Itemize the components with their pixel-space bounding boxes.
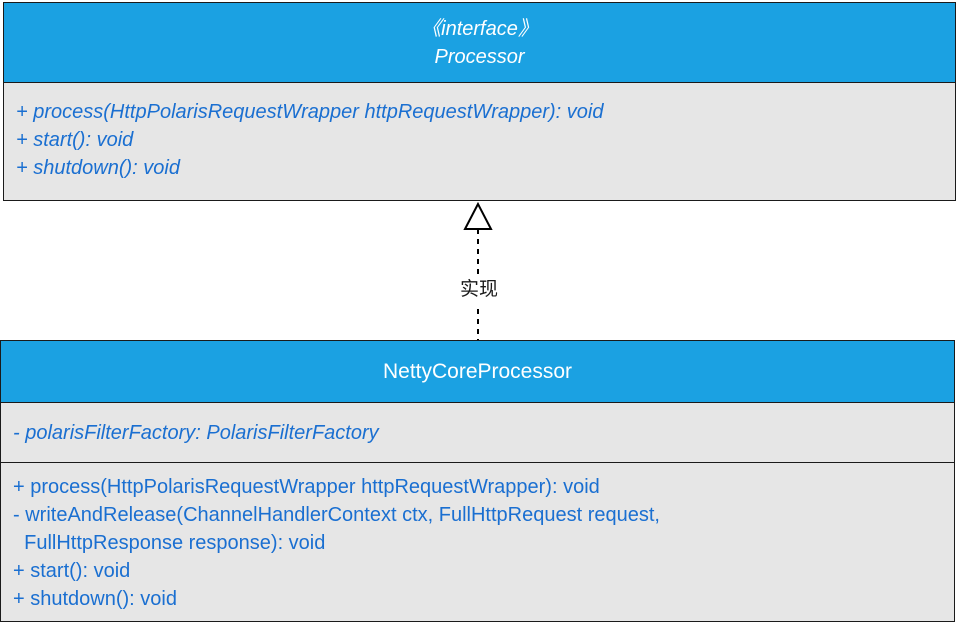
impl-method: + start(): void [13,560,131,582]
interface-method: + process(HttpPolarisRequestWrapper http… [16,101,604,123]
impl-class-header: NettyCoreProcessor [1,341,954,403]
impl-method: FullHttpResponse response): void [13,532,326,554]
hollow-triangle-arrowhead-icon [463,201,493,230]
impl-field: - polarisFilterFactory: PolarisFilterFac… [13,422,379,444]
interface-method: + start(): void [16,129,134,151]
interface-class-header: 《interface》 Processor [4,3,955,83]
interface-methods-section: + process(HttpPolarisRequestWrapper http… [4,83,955,182]
impl-method: + shutdown(): void [13,588,177,610]
relation-label: 实现 [456,276,502,304]
impl-class-name: NettyCoreProcessor [382,360,573,383]
impl-methods-section: + process(HttpPolarisRequestWrapper http… [1,463,954,613]
interface-class-name: Processor [434,46,525,68]
impl-fields-section: - polarisFilterFactory: PolarisFilterFac… [1,403,954,463]
impl-method: + process(HttpPolarisRequestWrapper http… [13,476,600,498]
interface-stereotype: 《interface》 [421,18,538,40]
impl-method: - writeAndRelease(ChannelHandlerContext … [13,504,660,526]
interface-method: + shutdown(): void [16,157,180,179]
interface-class-box[interactable]: 《interface》 Processor + process(HttpPola… [3,2,956,201]
impl-class-box[interactable]: NettyCoreProcessor - polarisFilterFactor… [0,340,955,622]
